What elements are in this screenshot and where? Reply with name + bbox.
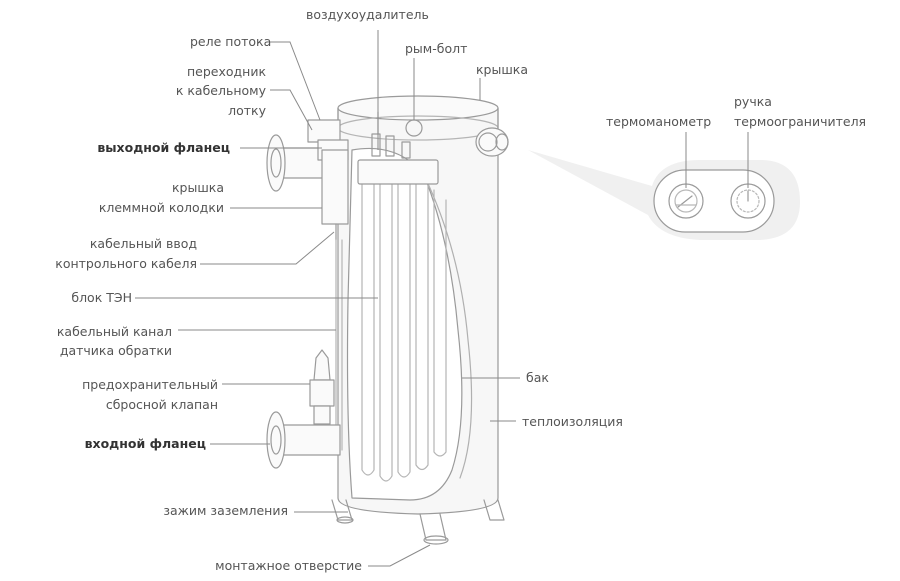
label-inlet-flange: входной фланец — [84, 436, 206, 451]
label-outlet-flange: выходной фланец — [97, 140, 230, 155]
terminal-box — [321, 149, 349, 225]
leader-lines — [135, 30, 749, 567]
heater-elements — [361, 181, 447, 482]
label-limiter-knob-2: термоограничителя — [734, 114, 867, 129]
label-terminal-cover-1: крышка — [171, 180, 224, 195]
foot-center — [419, 513, 447, 541]
label-adapter-1: переходник — [186, 64, 266, 79]
label-eyebolt: рым-болт — [405, 41, 468, 56]
label-limiter-knob-1: ручка — [734, 94, 772, 109]
label-adapter-2: к кабельному — [175, 83, 266, 98]
label-ground-clamp: зажим заземления — [163, 503, 288, 518]
label-thermomanometer: термоманометр — [606, 114, 712, 129]
label-adapter-3: лотку — [228, 103, 266, 118]
relief-valve — [313, 349, 331, 381]
label-sensor-channel-1: кабельный канал — [56, 324, 172, 339]
label-terminal-cover-2: клеммной колодки — [98, 200, 224, 215]
label-relief-valve-1: предохранительный — [82, 377, 218, 392]
label-cable-entry-2: контрольного кабеля — [55, 256, 197, 271]
label-heater-block: блок ТЭН — [71, 290, 132, 305]
label-tank: бак — [526, 370, 549, 385]
thermomanometer-dial-inner-icon — [674, 189, 698, 213]
foot-right — [483, 499, 505, 521]
label-sensor-channel-2: датчика обратки — [59, 343, 172, 358]
label-mount-hole: монтажное отверстие — [215, 558, 362, 573]
outlet-flange — [266, 134, 286, 192]
label-relief-valve-2: сбросной клапан — [105, 397, 218, 412]
label-flow-relay: реле потока — [190, 34, 272, 49]
inlet-pipe — [279, 424, 341, 456]
foot-left — [331, 499, 353, 521]
inlet-flange — [266, 411, 286, 469]
label-insulation: теплоизоляция — [522, 414, 623, 429]
label-lid: крышка — [476, 62, 529, 77]
label-cable-entry-1: кабельный ввод — [89, 236, 197, 251]
label-air-vent: воздухоудалитель — [306, 7, 429, 22]
